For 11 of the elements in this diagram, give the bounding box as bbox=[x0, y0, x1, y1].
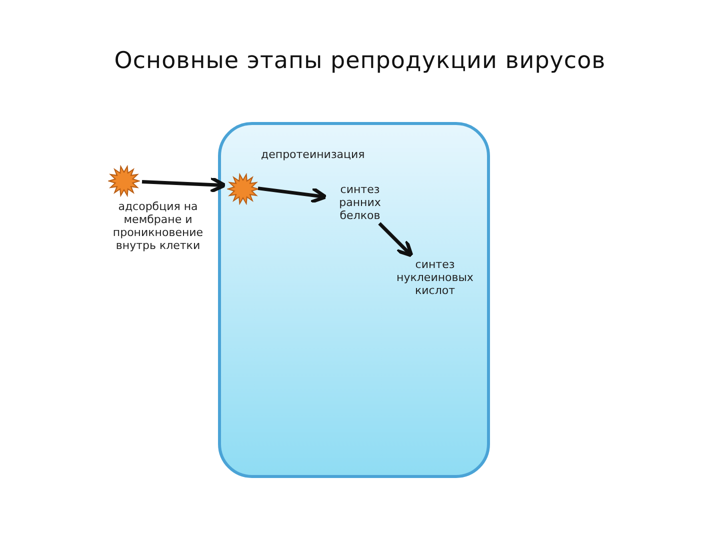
node-caption: адсорбция на мембране и проникновение внутрь клетки bbox=[112, 200, 204, 252]
node-caption: депротеинизация bbox=[261, 148, 366, 161]
step-label: синтез нуклеиновых кислот bbox=[393, 258, 477, 300]
title: Основные этапы репродукции вирусов bbox=[113, 48, 607, 74]
step-label: синтез ранних белков bbox=[328, 183, 392, 225]
arrow bbox=[378, 222, 414, 258]
arrow bbox=[258, 186, 328, 204]
virus-icon bbox=[108, 165, 140, 197]
arrow bbox=[142, 176, 227, 194]
virus-icon bbox=[227, 173, 259, 205]
cell-box bbox=[218, 122, 490, 478]
